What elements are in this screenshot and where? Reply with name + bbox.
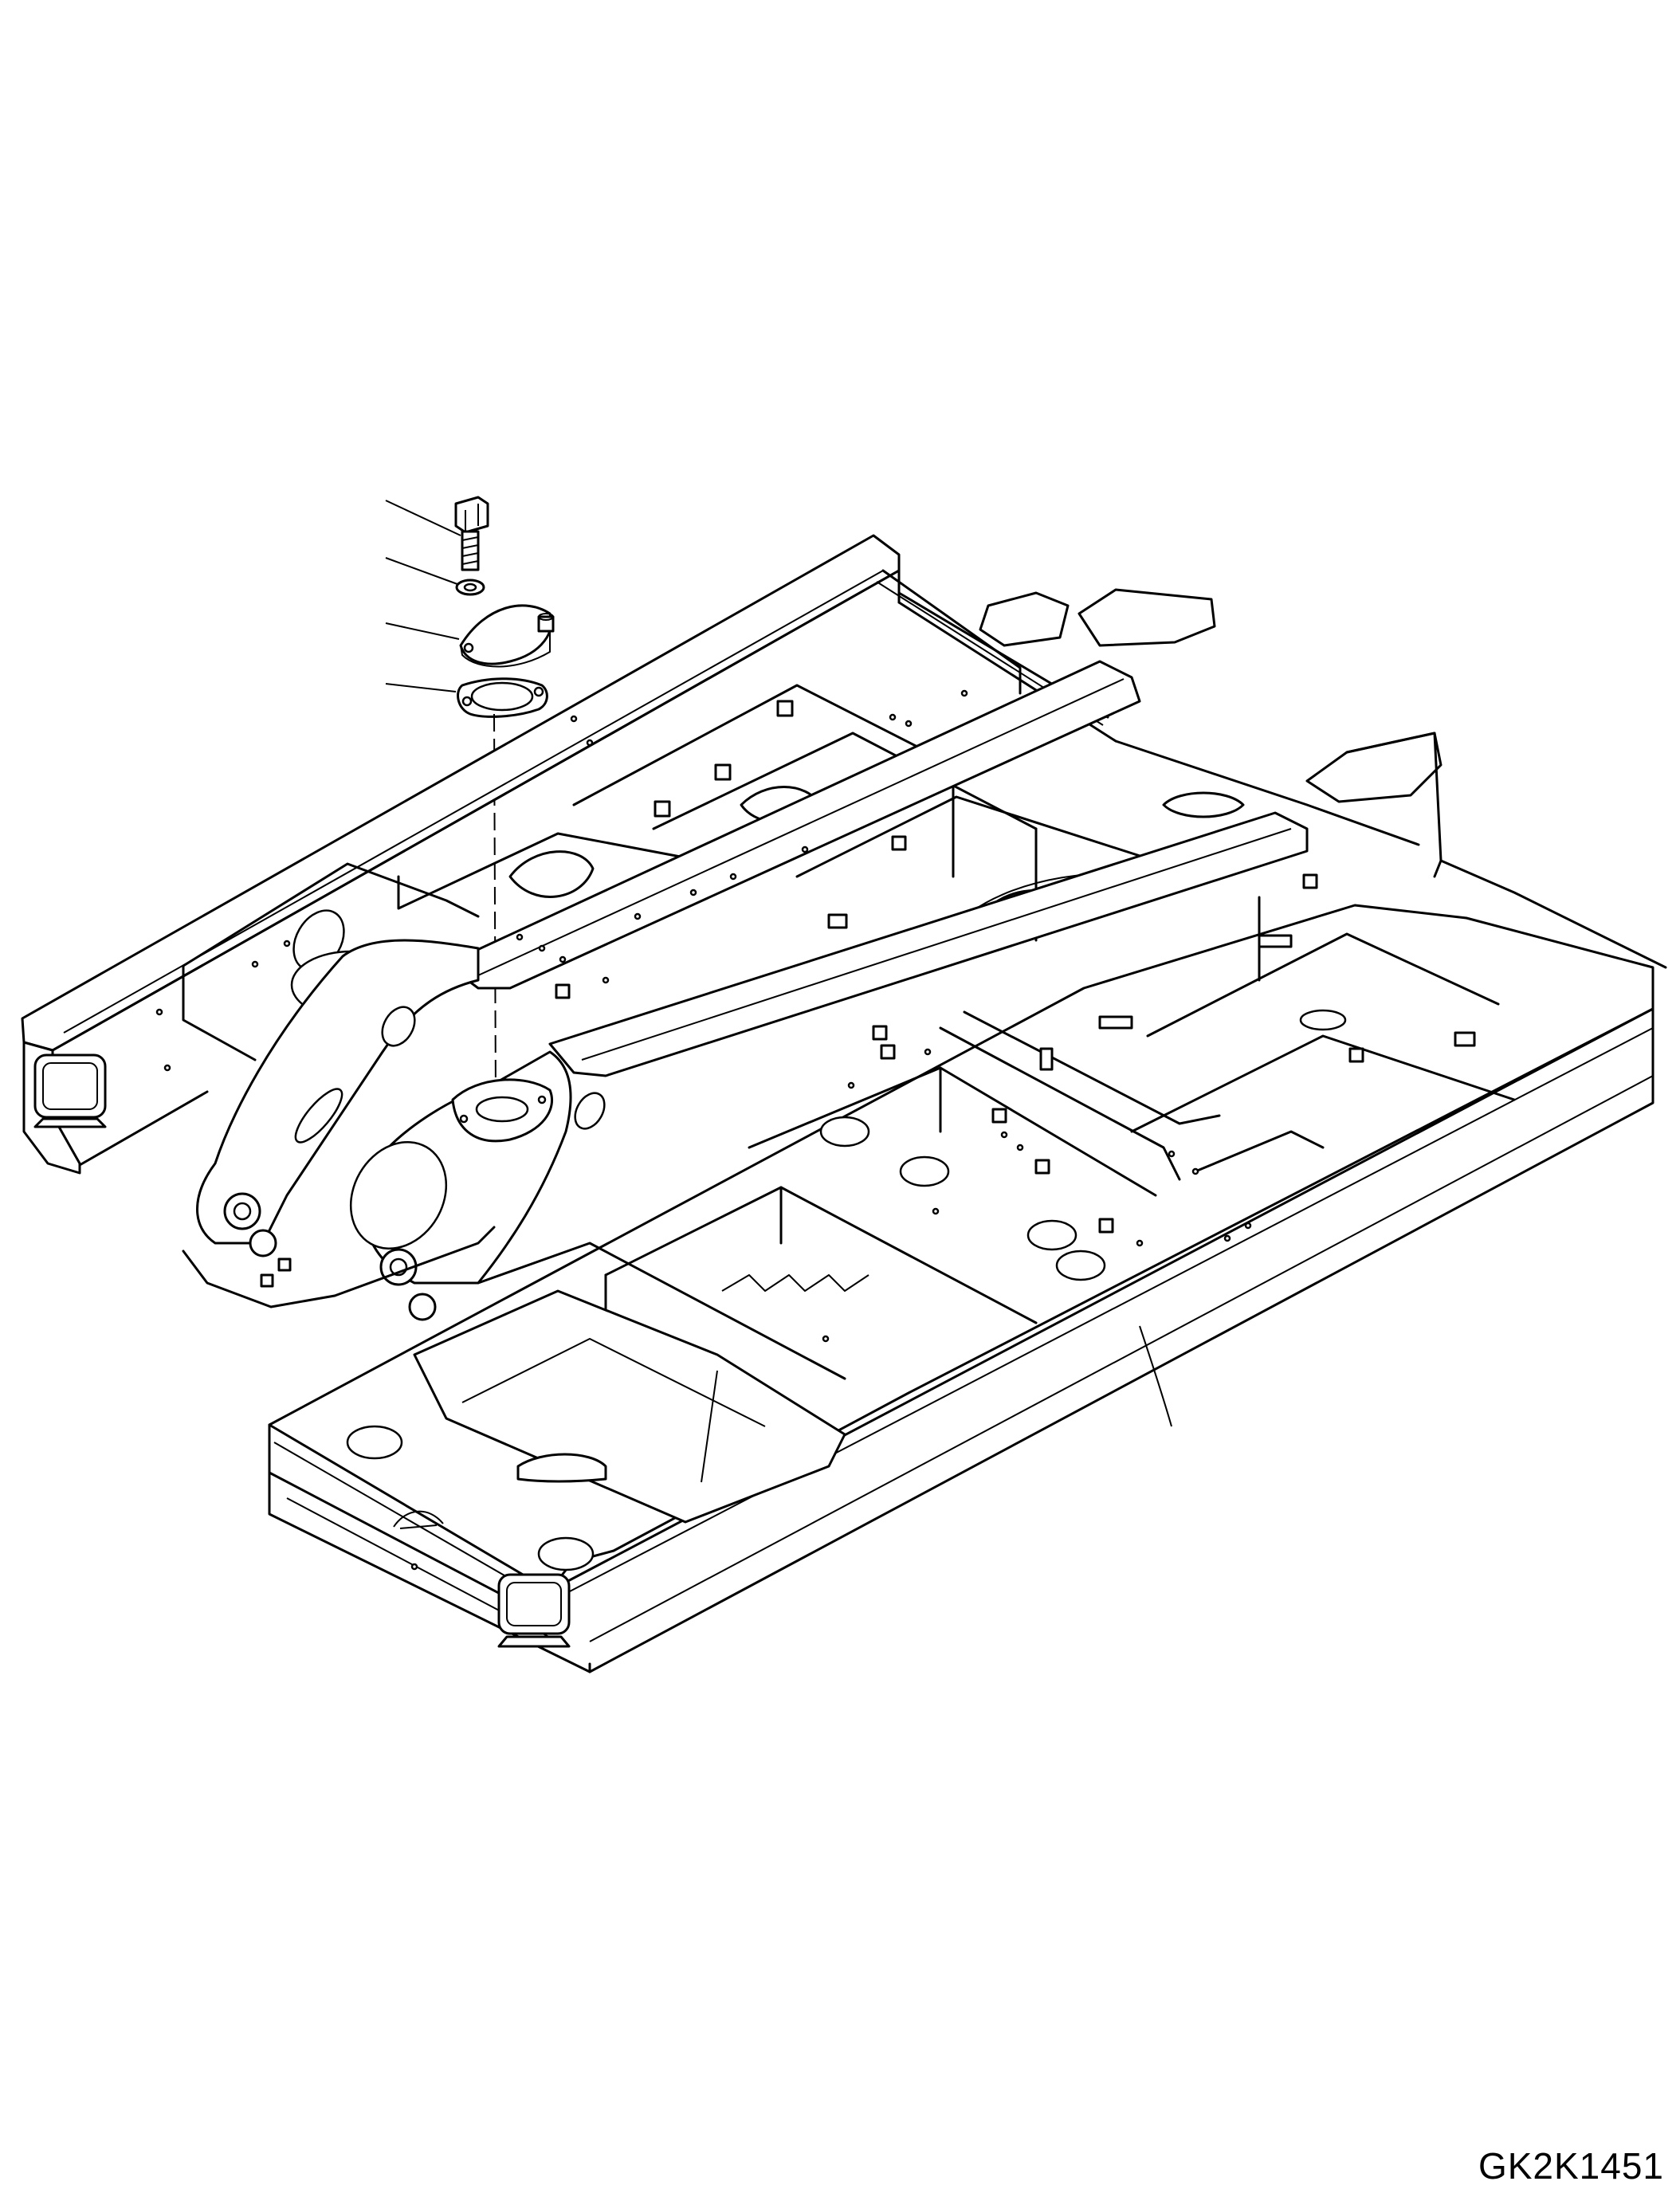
cover-part xyxy=(459,604,555,668)
washer-part xyxy=(455,579,485,596)
washer-leader xyxy=(385,557,458,585)
right-deck-rail xyxy=(268,904,1654,1673)
frame-leader xyxy=(1139,1325,1172,1427)
left-deck-rail xyxy=(21,534,901,1175)
gasket-part xyxy=(457,677,548,718)
lower-compartments xyxy=(346,1010,1221,1571)
frame-holes xyxy=(155,689,1252,1571)
bolt-part xyxy=(454,496,489,571)
gasket-leader xyxy=(385,683,457,692)
right-side-frame xyxy=(1077,588,1667,969)
leader-lines xyxy=(385,500,1172,1427)
cover-mounting-pad xyxy=(451,1078,554,1143)
drawing-number: GK2K1451 xyxy=(1478,2145,1664,2187)
boom-foot-brackets xyxy=(182,939,606,1321)
bolt-leader xyxy=(385,500,461,536)
revolving-frame xyxy=(21,534,1667,1673)
cover-leader xyxy=(385,622,460,640)
mounting-blocks xyxy=(260,700,1476,1288)
center-beams xyxy=(445,591,1309,1077)
